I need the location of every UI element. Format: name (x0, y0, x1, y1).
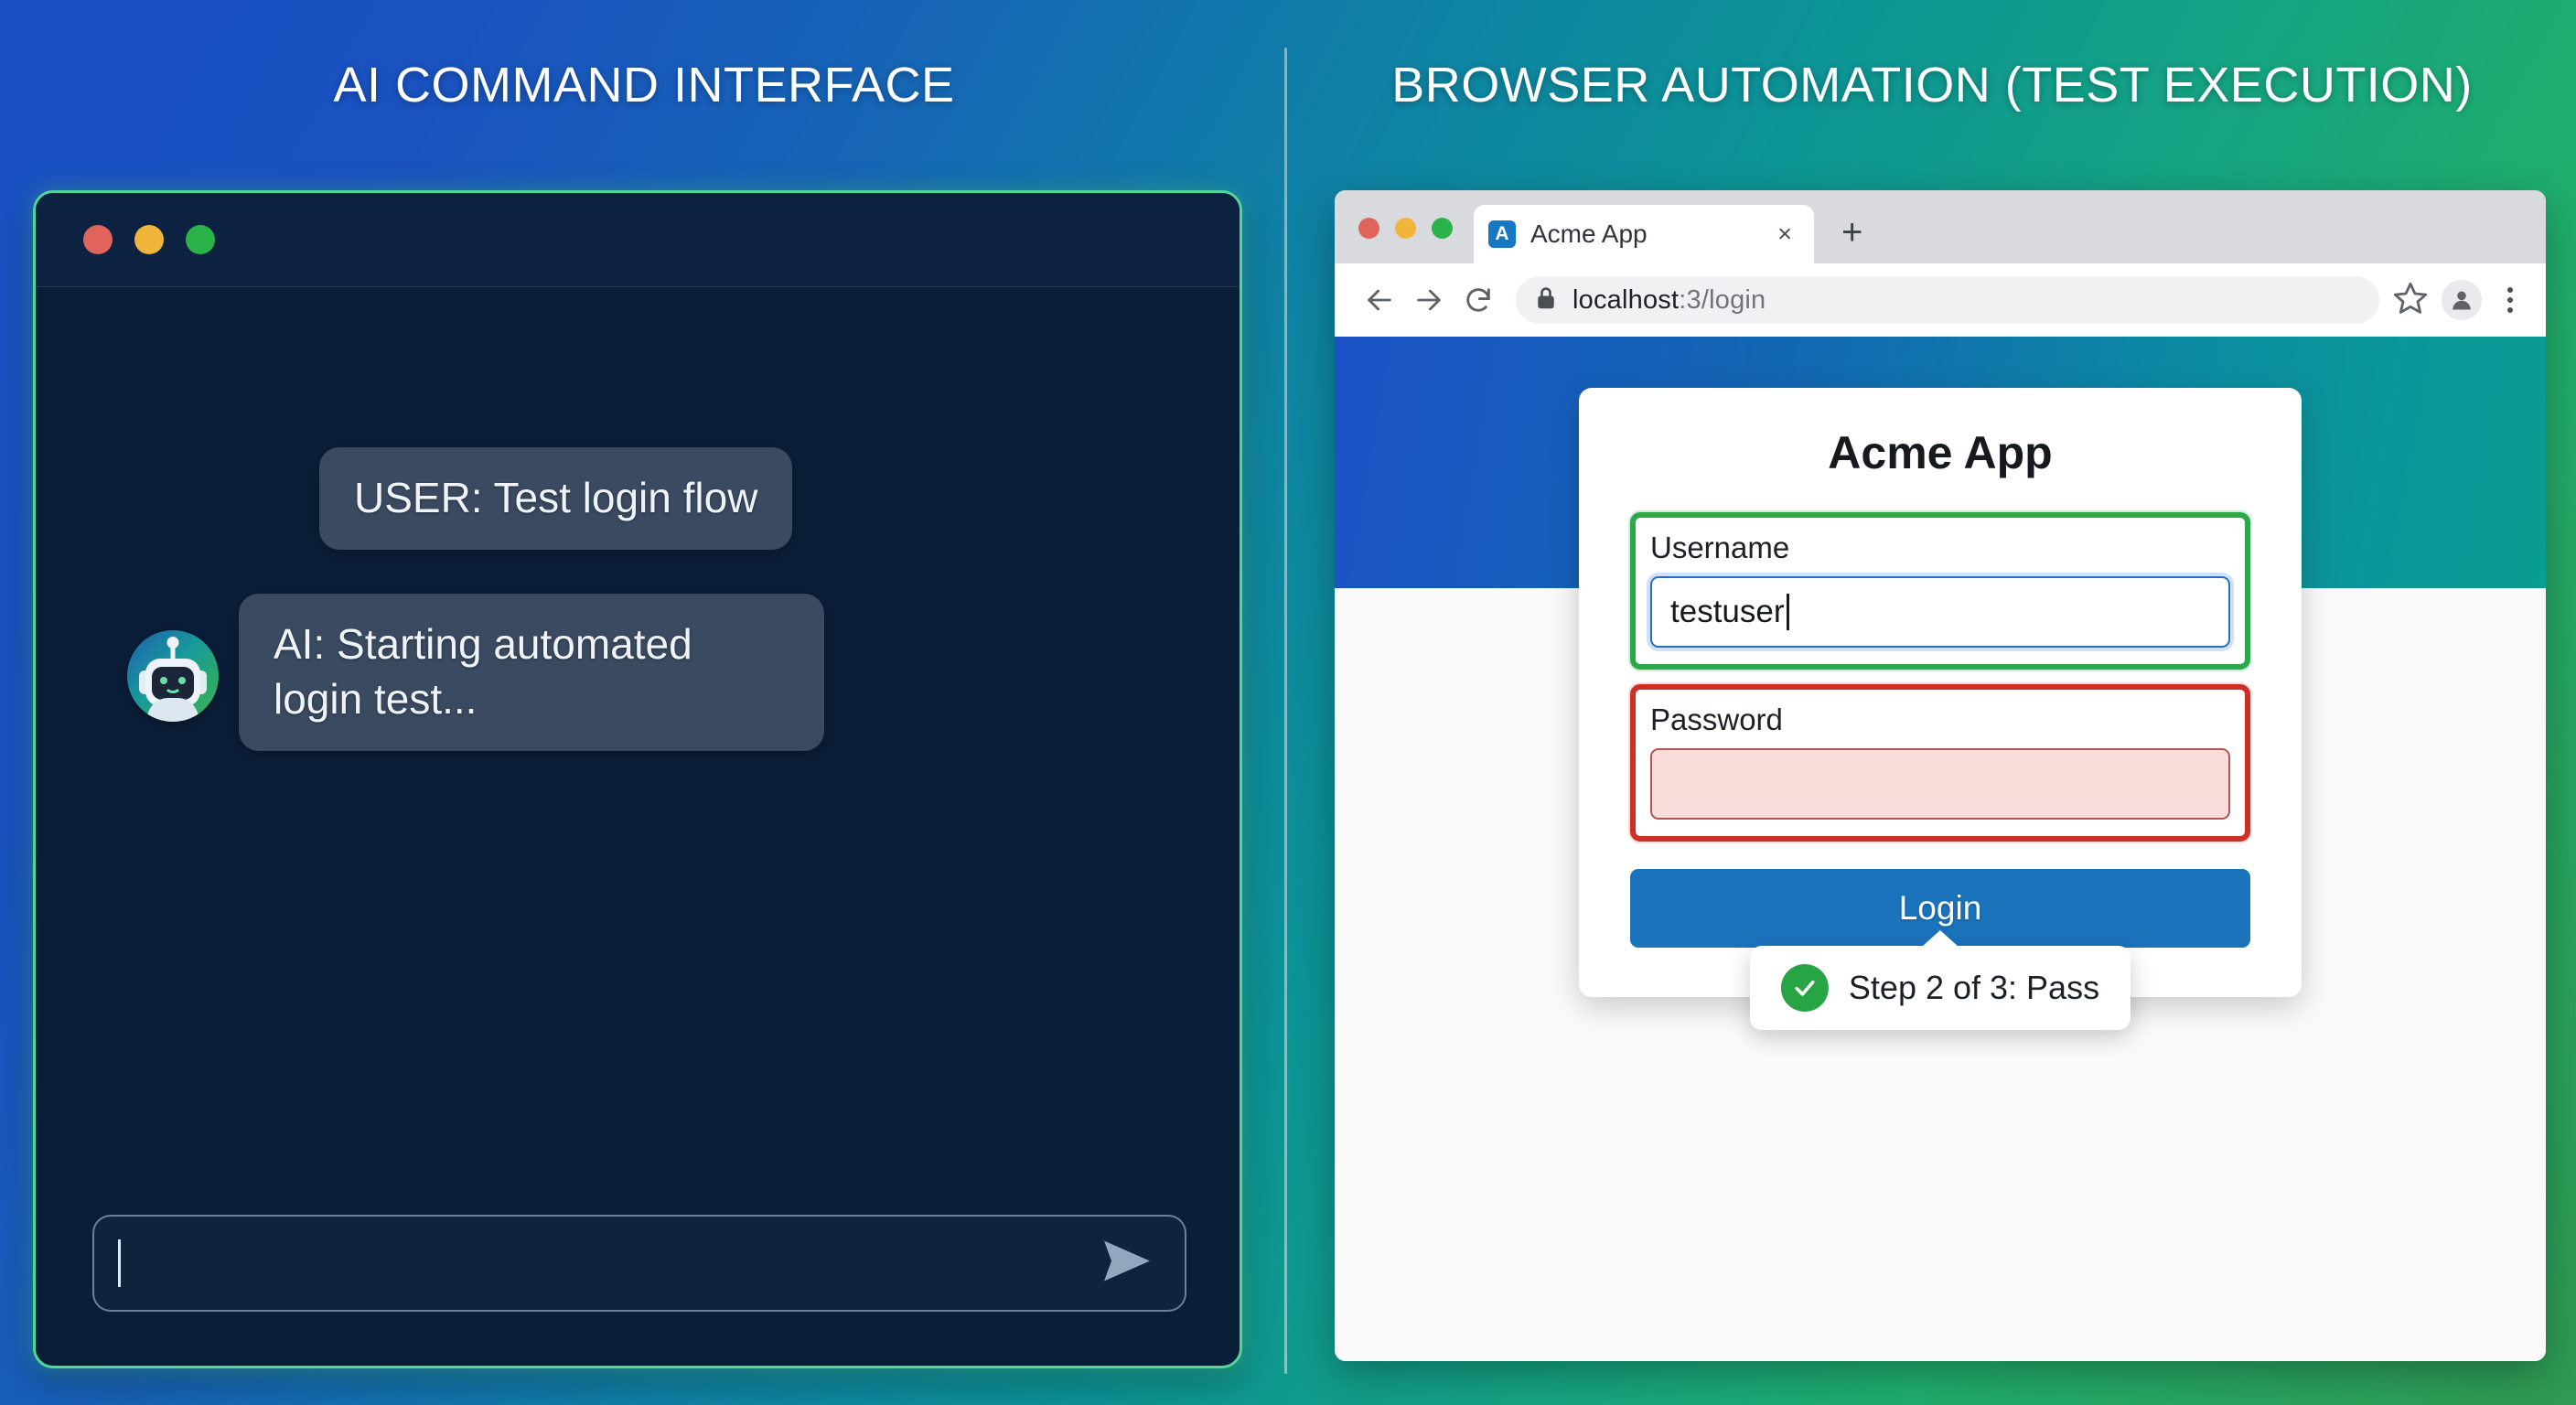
profile-avatar-icon[interactable] (2442, 280, 2482, 320)
username-label: Username (1650, 531, 1790, 564)
browser-tabstrip: A Acme App × + (1335, 190, 2546, 263)
browser-window: A Acme App × + localhost:3/login (1335, 190, 2546, 1361)
robot-smile (164, 684, 182, 693)
close-button-icon[interactable] (83, 225, 113, 254)
url-path: :3/login (1679, 284, 1766, 315)
robot-antenna-stem (170, 642, 176, 662)
ai-robot-avatar-icon (127, 630, 219, 722)
password-label: Password (1650, 702, 1783, 736)
login-card-title: Acme App (1828, 427, 2053, 478)
left-heading-cell: AI COMMAND INTERFACE (0, 0, 1288, 169)
browser-viewport: Acme App Username testuser Password Logi… (1335, 337, 2546, 1361)
acme-favicon-icon: A (1488, 220, 1516, 248)
test-step-status-tooltip: Step 2 of 3: Pass (1749, 946, 2131, 1030)
maximize-button-icon[interactable] (186, 225, 215, 254)
robot-body (147, 698, 199, 722)
ai-message-bubble: AI: Starting automated login test... (239, 594, 824, 751)
minimize-button-icon[interactable] (1395, 218, 1416, 239)
username-input[interactable]: testuser (1650, 576, 2230, 648)
send-paper-plane-icon[interactable] (1100, 1239, 1154, 1289)
toolbar-right-actions (2392, 280, 2526, 321)
panel-divider (1284, 48, 1287, 1374)
chat-message-user: USER: Test login flow (319, 447, 793, 550)
new-tab-button[interactable]: + (1841, 212, 1863, 252)
panel-headings: AI COMMAND INTERFACE BROWSER AUTOMATION … (0, 0, 2576, 169)
login-card: Acme App Username testuser Password Logi… (1579, 388, 2302, 997)
browser-toolbar: localhost:3/login (1335, 263, 2546, 337)
username-field-highlight: Username testuser (1630, 512, 2250, 670)
ai-traffic-lights (83, 225, 215, 254)
address-bar[interactable]: localhost:3/login (1516, 276, 2379, 324)
minimize-button-icon[interactable] (134, 225, 164, 254)
ai-chat-window: USER: Test login flow AI: Starting autom… (33, 190, 1242, 1368)
back-arrow-icon[interactable] (1355, 275, 1404, 325)
robot-eye-right (178, 677, 186, 684)
url-host: localhost (1572, 284, 1680, 315)
tab-close-icon[interactable]: × (1777, 220, 1792, 248)
lock-icon (1534, 284, 1558, 316)
kebab-menu-icon[interactable] (2495, 287, 2526, 313)
reload-icon[interactable] (1454, 275, 1503, 325)
chat-message-ai: AI: Starting automated login test... (127, 594, 824, 751)
status-badge: Step 2 of 3: Pass (1848, 969, 2100, 1006)
url-text: localhost:3/login (1572, 285, 1766, 316)
ai-window-titlebar (36, 193, 1240, 287)
robot-face (152, 667, 194, 700)
check-circle-icon (1780, 964, 1829, 1012)
star-icon[interactable] (2392, 280, 2429, 321)
password-field-highlight: Password (1630, 684, 2250, 842)
browser-tab-acme-app[interactable]: A Acme App × (1474, 205, 1814, 263)
robot-eye-left (160, 677, 167, 684)
maximize-button-icon[interactable] (1432, 218, 1453, 239)
text-cursor (118, 1239, 121, 1287)
ai-chat-body: USER: Test login flow AI: Starting autom… (36, 287, 1240, 1366)
user-message-bubble: USER: Test login flow (319, 447, 793, 550)
username-value: testuser (1670, 594, 1785, 629)
text-cursor (1786, 594, 1789, 630)
browser-traffic-lights (1358, 218, 1453, 239)
right-heading-cell: BROWSER AUTOMATION (TEST EXECUTION) (1288, 0, 2576, 169)
close-button-icon[interactable] (1358, 218, 1379, 239)
password-input[interactable] (1650, 748, 2230, 820)
forward-arrow-icon[interactable] (1404, 275, 1454, 325)
left-panel-title: AI COMMAND INTERFACE (333, 57, 955, 113)
tab-title: Acme App (1530, 220, 1648, 248)
ai-command-input[interactable] (92, 1215, 1186, 1312)
right-panel-title: BROWSER AUTOMATION (TEST EXECUTION) (1391, 57, 2473, 113)
